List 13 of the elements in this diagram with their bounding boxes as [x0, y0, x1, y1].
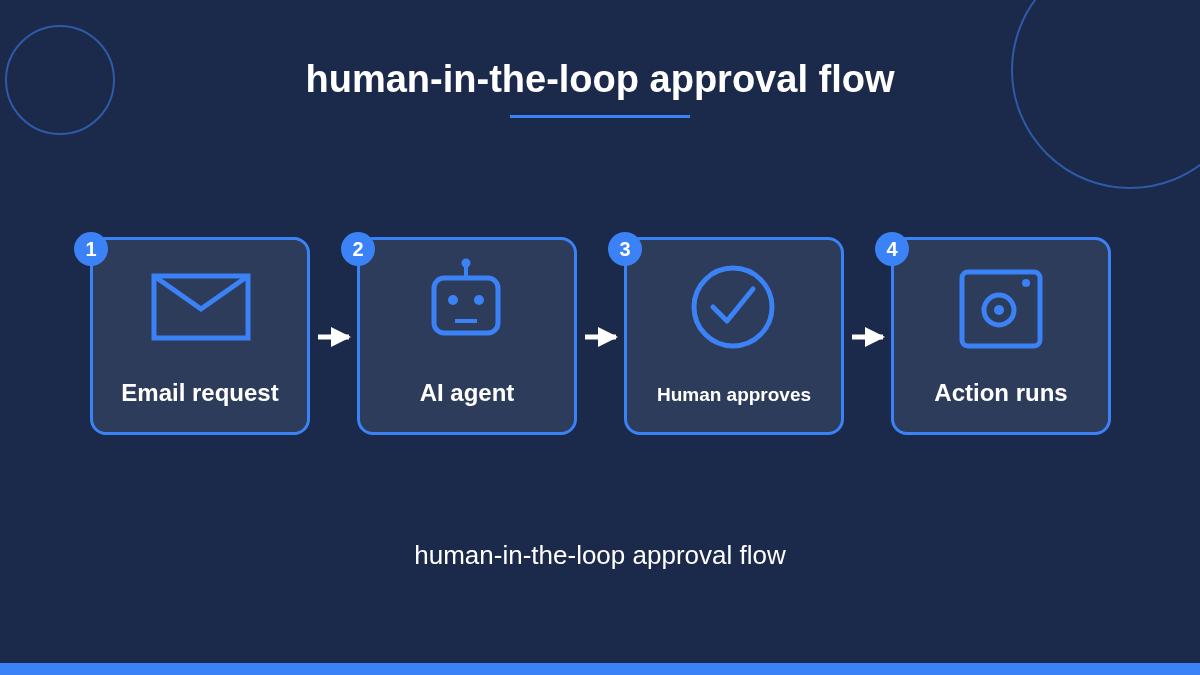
title: human-in-the-loop approval flow	[304, 58, 896, 101]
arrow	[318, 327, 351, 347]
step-label: Action runs	[933, 378, 1069, 407]
step-label: Human approves	[655, 384, 813, 407]
caption: human-in-the-loop approval flow	[413, 540, 787, 571]
step-number: 2	[341, 232, 375, 266]
step-number: 3	[608, 232, 642, 266]
step-label: Email request	[120, 378, 280, 407]
step-label: AI agent	[418, 378, 516, 407]
step-number: 4	[875, 232, 909, 266]
arrow	[852, 327, 885, 347]
arrow	[585, 327, 618, 347]
step-number: 1	[74, 232, 108, 266]
